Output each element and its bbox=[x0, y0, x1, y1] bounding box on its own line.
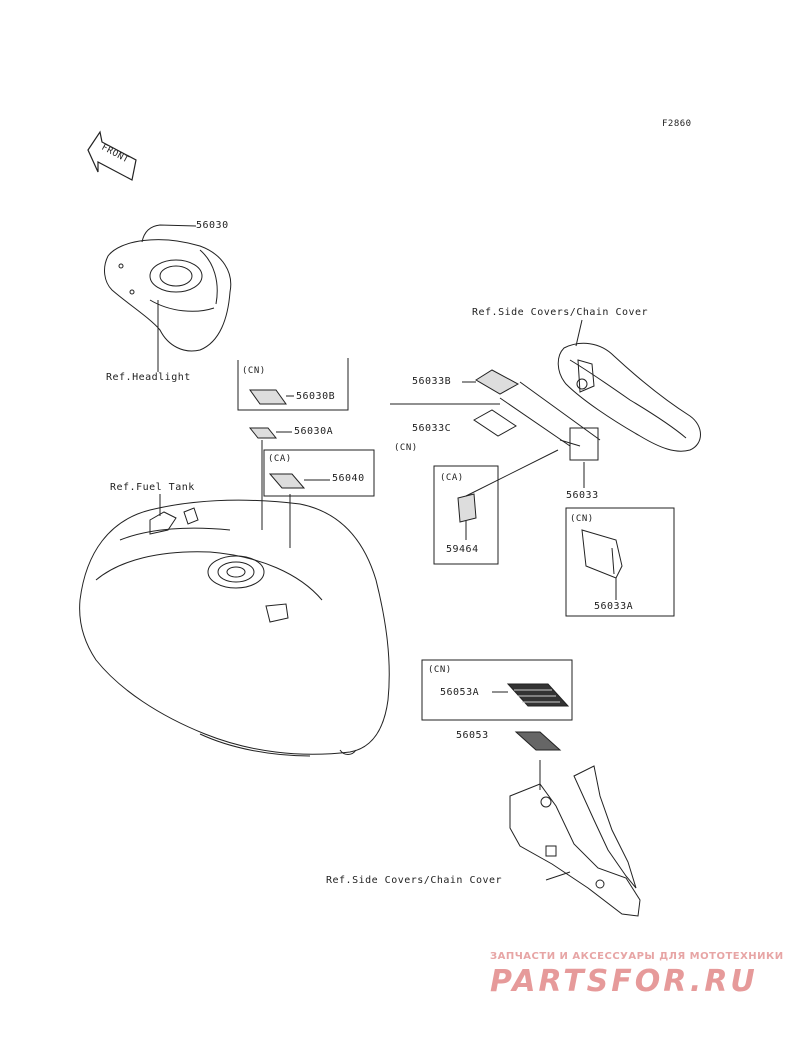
side-cover-upper-drawing bbox=[499, 319, 701, 452]
label-56040-decal[interactable] bbox=[268, 473, 306, 489]
region-tag-cn-56053a: (CN) bbox=[428, 665, 452, 675]
part-number-56033[interactable]: 56033 bbox=[566, 490, 599, 501]
label-56030b-decal[interactable] bbox=[249, 389, 287, 405]
diagram-code: F2860 bbox=[662, 119, 692, 129]
box-56053a bbox=[421, 659, 573, 721]
ref-side-covers-bottom: Ref.Side Covers/Chain Cover bbox=[326, 875, 503, 886]
label-59464-decal[interactable] bbox=[457, 493, 477, 523]
fuel-tank-drawing bbox=[79, 440, 390, 757]
part-number-56030b[interactable]: 56030B bbox=[296, 391, 336, 402]
headlight-drawing bbox=[104, 224, 232, 372]
box-59464 bbox=[433, 465, 499, 565]
region-tag-cn-56030b: (CN) bbox=[242, 366, 266, 376]
front-arrow-icon bbox=[87, 130, 137, 181]
label-56033c-decal[interactable] bbox=[473, 409, 517, 437]
label-56033a-decal[interactable] bbox=[581, 529, 623, 579]
part-number-56033a[interactable]: 56033A bbox=[594, 601, 634, 612]
region-tag-ca-59464: (CA) bbox=[440, 473, 464, 483]
box-56033a bbox=[565, 507, 675, 617]
part-number-56030[interactable]: 56030 bbox=[196, 220, 229, 231]
part-number-59464[interactable]: 59464 bbox=[446, 544, 479, 555]
region-tag-ca-56040: (CA) bbox=[268, 454, 292, 464]
ref-side-covers-top: Ref.Side Covers/Chain Cover bbox=[472, 307, 649, 318]
part-number-56033c[interactable]: 56033C bbox=[412, 423, 452, 434]
ref-headlight: Ref.Headlight bbox=[106, 372, 191, 383]
label-56053a-decal[interactable] bbox=[506, 683, 570, 707]
part-number-56033b[interactable]: 56033B bbox=[412, 376, 452, 387]
label-56053-decal[interactable] bbox=[514, 731, 562, 751]
region-tag-cn-56033a: (CN) bbox=[570, 514, 594, 524]
part-number-56040[interactable]: 56040 bbox=[332, 473, 365, 484]
part-number-56053[interactable]: 56053 bbox=[456, 730, 489, 741]
part-number-56053a[interactable]: 56053A bbox=[440, 687, 480, 698]
box-56040 bbox=[263, 449, 375, 497]
box-56030b bbox=[237, 358, 349, 411]
ref-fuel-tank: Ref.Fuel Tank bbox=[110, 482, 195, 493]
watermark-tagline: ЗАПЧАСТИ И АКСЕССУАРЫ ДЛЯ МОТОТЕХНИКИ bbox=[490, 951, 784, 962]
label-56033-decal[interactable] bbox=[569, 427, 599, 461]
part-number-56030a[interactable]: 56030A bbox=[294, 426, 334, 437]
label-56030a-decal[interactable] bbox=[248, 427, 278, 439]
chain-cover-lower-drawing bbox=[509, 760, 641, 917]
region-tag-cn-56033c: (CN) bbox=[394, 443, 418, 453]
label-56033b-decal[interactable] bbox=[475, 369, 520, 395]
watermark-logo: PARTSFOR.RU bbox=[490, 964, 758, 999]
